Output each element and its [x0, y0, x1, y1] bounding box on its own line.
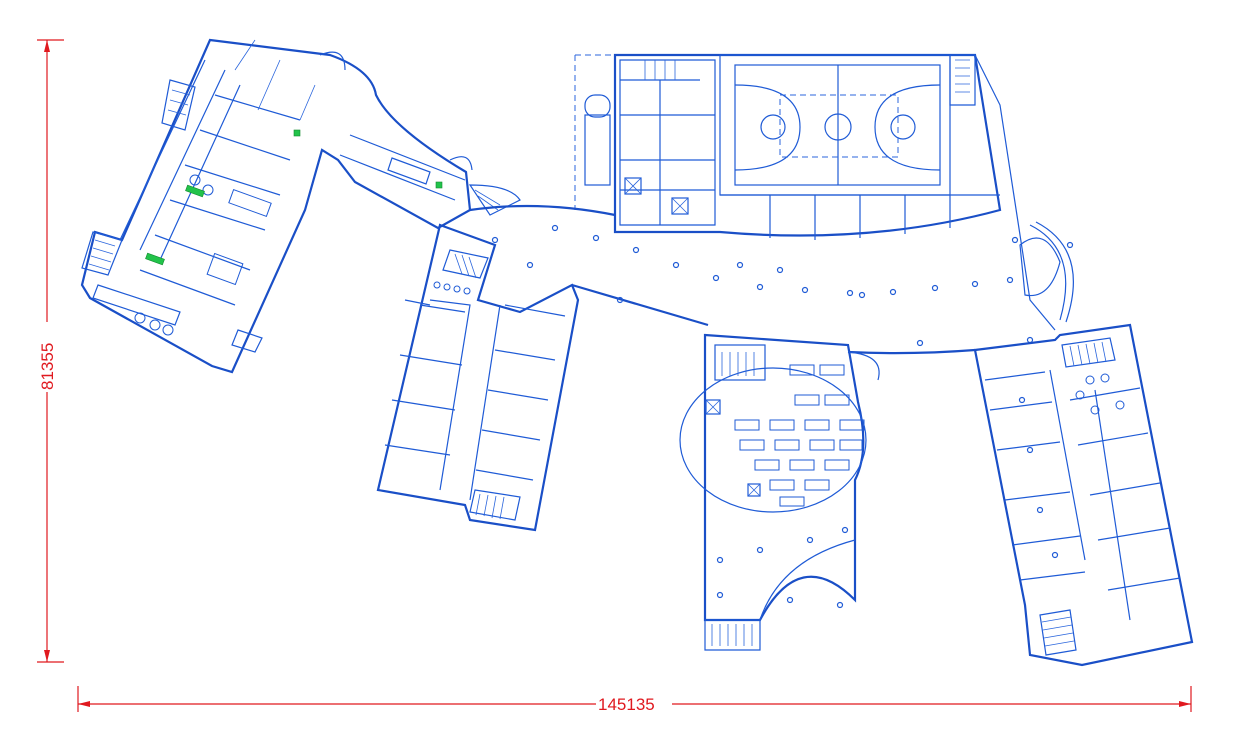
columns [491, 224, 1074, 347]
west-wing [80, 38, 521, 374]
dining-tables [734, 364, 865, 507]
central-corridor [469, 204, 1074, 355]
cafeteria [679, 333, 880, 651]
height-dimension-label: 81355 [38, 343, 57, 390]
middle-classroom-wing [376, 223, 580, 532]
gymnasium-block [574, 53, 1056, 331]
vertical-dimension: 81355 [36, 39, 64, 663]
horizontal-dimension: 145135 [77, 686, 1192, 714]
east-classroom-wing [973, 323, 1194, 667]
width-dimension-label: 145135 [598, 695, 655, 714]
